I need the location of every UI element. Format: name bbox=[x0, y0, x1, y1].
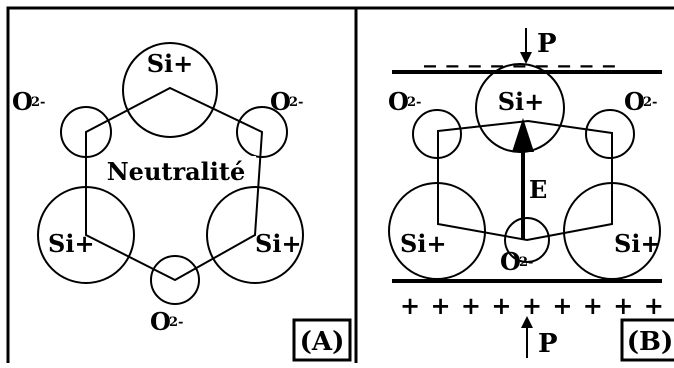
o-ion-right-b bbox=[585, 109, 635, 159]
panel-b-label-box bbox=[620, 318, 674, 362]
si-label-left-b: Si+ bbox=[400, 229, 447, 258]
neutralite-label: Neutralité bbox=[107, 157, 246, 186]
panel-b-text: P _ _ _ _ _ _ _ _ _ O 2- Si+ O 2- E Si+ … bbox=[388, 29, 674, 359]
o-ion-bottom-a bbox=[150, 255, 200, 305]
o-sub-bottom-a: 2- bbox=[169, 315, 183, 330]
si-label-left-a: Si+ bbox=[48, 229, 95, 258]
si-label-right-a: Si+ bbox=[255, 229, 302, 258]
neutralite-backdrop bbox=[98, 156, 256, 186]
o-sub-left-b: 2- bbox=[407, 95, 421, 110]
o-sub-left-a: 2- bbox=[31, 95, 45, 110]
si-label-top-a: Si+ bbox=[147, 49, 194, 78]
deformed-hexagon-bond-b bbox=[437, 119, 613, 242]
o-label-right-b: O bbox=[624, 87, 645, 116]
panel-b-label: (B) bbox=[627, 327, 674, 357]
si-label-right-b: Si+ bbox=[614, 229, 661, 258]
o-label-left-b: O bbox=[388, 87, 409, 116]
o-label-left-a: O bbox=[12, 87, 33, 116]
o-ion-center-b bbox=[504, 217, 550, 263]
field-label-e: E bbox=[529, 175, 547, 204]
si-ion-top-a bbox=[122, 42, 218, 138]
pressure-arrow-bottom bbox=[521, 316, 533, 358]
panel-a-label: (A) bbox=[300, 327, 345, 357]
panel-a-label-box bbox=[292, 318, 352, 362]
electric-field-arrow bbox=[512, 118, 534, 240]
positive-charges: + + + + + + + + + + + bbox=[400, 291, 674, 320]
pressure-label-top: P bbox=[537, 29, 557, 59]
o-label-center-b: O bbox=[500, 247, 521, 276]
pressure-arrow-top bbox=[520, 28, 532, 64]
si-label-top-b: Si+ bbox=[498, 87, 545, 116]
negative-charges: _ _ _ _ _ _ _ _ _ bbox=[424, 39, 616, 68]
si-ion-right-a bbox=[206, 186, 304, 284]
o-label-bottom-a: O bbox=[150, 307, 171, 336]
o-sub-right-b: 2- bbox=[643, 95, 657, 110]
panel-a-text: Si+ O 2- O 2- Neutralité Si+ Si+ O 2- (A… bbox=[12, 49, 344, 357]
hexagon-bond-a bbox=[85, 86, 264, 282]
o-sub-right-a: 2- bbox=[289, 95, 303, 110]
pressure-label-bottom: P bbox=[538, 329, 558, 359]
o-sub-center-b: 2- bbox=[519, 255, 533, 270]
o-label-right-a: O bbox=[270, 87, 291, 116]
o-ion-right-a bbox=[236, 106, 288, 158]
